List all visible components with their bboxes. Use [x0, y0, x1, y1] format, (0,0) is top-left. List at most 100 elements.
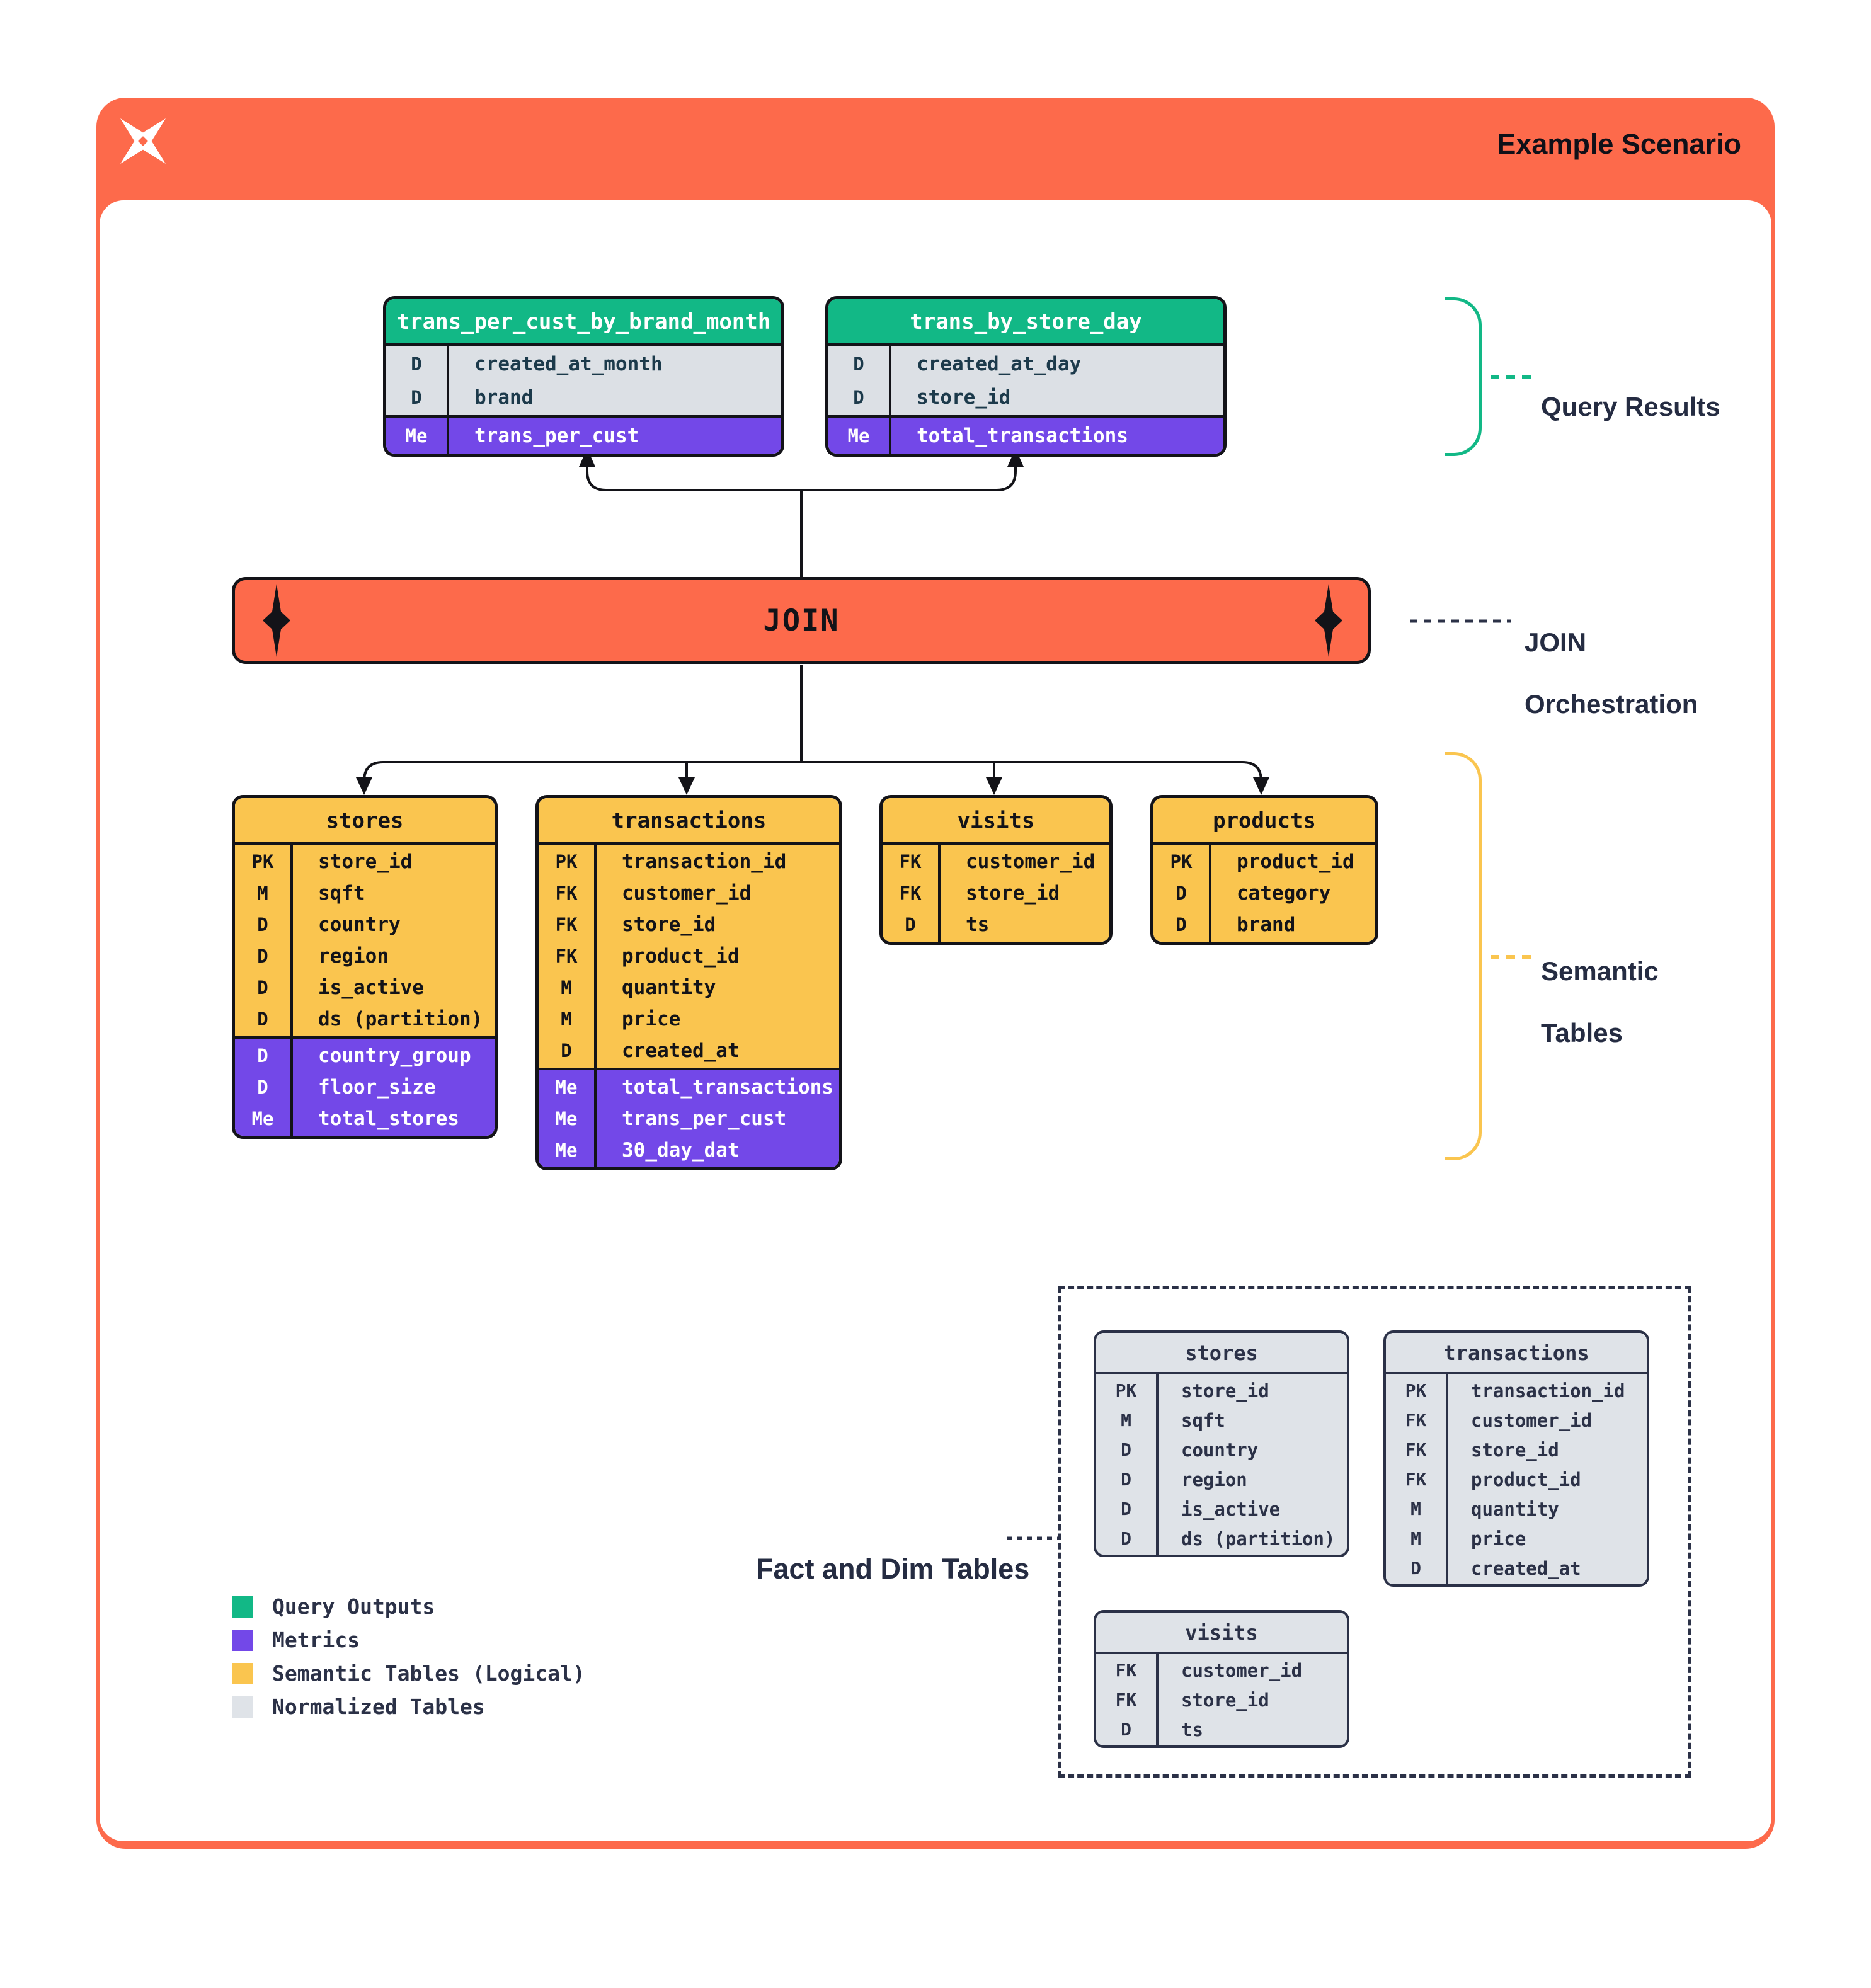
legend-swatch-green [232, 1596, 253, 1618]
field-name: country_group [318, 1044, 471, 1067]
field-key: D [853, 386, 864, 408]
field-name: region [1181, 1468, 1247, 1490]
legend-item-metrics: Metrics [232, 1623, 585, 1657]
field-name: category [1237, 882, 1331, 905]
field-key: PK [1405, 1380, 1427, 1401]
field-key: M [1410, 1528, 1421, 1549]
field-row: FK store_id [1096, 1685, 1347, 1715]
field-name: store_id [966, 882, 1060, 905]
field-key: D [1121, 1469, 1131, 1490]
field-name: customer_id [1471, 1409, 1593, 1431]
field-key: D [1121, 1528, 1131, 1549]
field-key: FK [1115, 1660, 1137, 1681]
field-key: Me [555, 1077, 578, 1098]
field-name: total_stores [318, 1107, 459, 1130]
field-name: store_id [1181, 1380, 1269, 1402]
field-key: FK [1405, 1410, 1427, 1431]
field-key: D [1121, 1439, 1131, 1460]
fact-dim-box [1058, 1286, 1691, 1778]
field-name: sqft [318, 882, 365, 905]
field-key: D [1176, 883, 1187, 904]
query-results-label: Query Results [1541, 392, 1720, 422]
field-key: FK [555, 945, 578, 967]
field-key: D [1121, 1719, 1131, 1740]
semantic-tables-label: Semantic Tables [1541, 956, 1659, 1048]
field-name: country [1181, 1439, 1259, 1461]
field-key: D [257, 945, 268, 967]
legend-item-semantic-tables: Semantic Tables (Logical) [232, 1657, 585, 1690]
legend-swatch-yellow [232, 1662, 253, 1684]
field-key: D [257, 977, 268, 998]
field-name: store_id [1181, 1689, 1269, 1711]
join-label: JOIN [763, 603, 840, 638]
field-name: store_id [318, 850, 413, 873]
field-key: FK [1115, 1689, 1137, 1710]
field-key: D [1410, 1558, 1421, 1579]
field-name: total_transactions [622, 1076, 833, 1099]
field-row: Me 30_day_dat [539, 1134, 839, 1166]
field-name: customer_id [622, 882, 752, 905]
table-title: visits [883, 798, 1109, 842]
field-key: Me [555, 1140, 578, 1161]
field-key: FK [899, 851, 922, 872]
pinwheel-logo-icon [120, 118, 166, 164]
field-name: quantity [622, 976, 716, 999]
field-name: 30_day_dat [622, 1139, 740, 1162]
field-key: Me [847, 425, 870, 447]
table-title: trans_per_cust_by_brand_month [386, 299, 781, 343]
field-name: created_at_month [474, 352, 663, 375]
field-name: brand [474, 386, 534, 409]
field-key: FK [899, 883, 922, 904]
field-name: ts [1181, 1718, 1203, 1740]
field-name: price [622, 1008, 681, 1031]
field-name: sqft [1181, 1409, 1225, 1431]
field-name: store_id [917, 386, 1011, 409]
field-row: Me total_transactions [539, 1071, 839, 1103]
field-key: D [1176, 914, 1187, 935]
field-key: Me [555, 1108, 578, 1129]
field-name: trans_per_cust [474, 424, 639, 447]
field-name: customer_id [966, 850, 1096, 873]
legend-item-normalized-tables: Normalized Tables [232, 1690, 585, 1723]
field-name: product_id [1471, 1468, 1581, 1490]
field-key: FK [1405, 1469, 1427, 1490]
field-key: M [257, 883, 268, 904]
field-name: created_at_day [917, 352, 1082, 375]
sparkle-diamond-icon [263, 584, 290, 657]
field-name: ds (partition) [1181, 1528, 1336, 1550]
